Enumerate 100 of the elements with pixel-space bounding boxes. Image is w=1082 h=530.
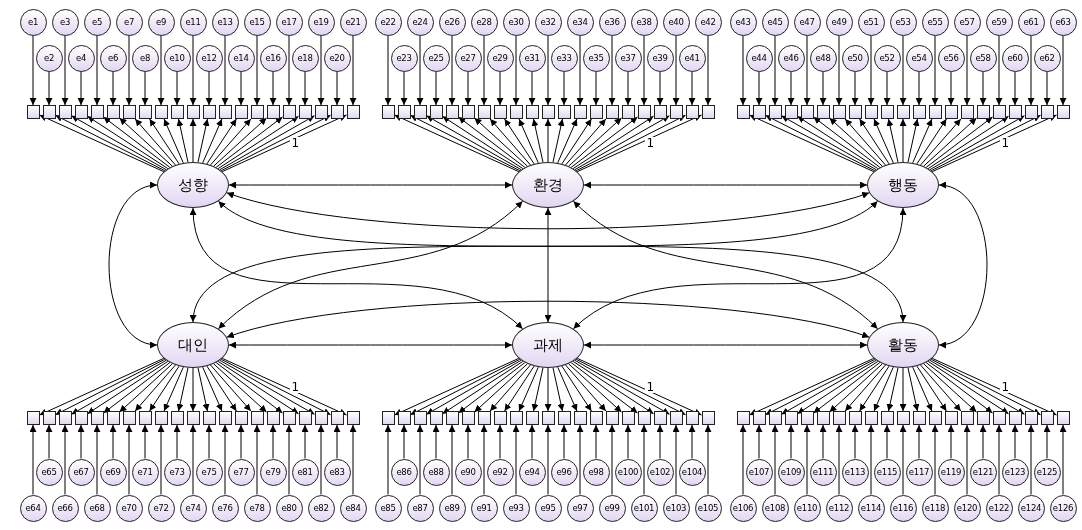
arrow	[624, 424, 632, 459]
arrow	[237, 71, 245, 106]
arrow	[787, 424, 795, 459]
arrow	[176, 367, 189, 412]
error-circle: e40	[662, 8, 690, 36]
indicator-box	[330, 105, 344, 119]
error-circle: e62	[1033, 44, 1061, 72]
arrow	[253, 424, 261, 495]
indicator-box	[864, 411, 878, 425]
arrow	[109, 71, 117, 106]
indicator-box	[429, 411, 443, 425]
arrow	[157, 424, 165, 495]
error-circle: e57	[953, 8, 981, 36]
indicator-box	[784, 411, 798, 425]
error-circle: e11	[179, 8, 207, 36]
indicator-box	[976, 411, 990, 425]
error-circle: e46	[777, 44, 805, 72]
arrow	[45, 424, 53, 459]
edge-label: 1	[645, 137, 656, 150]
indicator-box	[832, 411, 846, 425]
arrow	[61, 424, 69, 495]
arrow	[925, 362, 993, 414]
arrow	[755, 424, 763, 459]
error-circle: e85	[374, 494, 402, 522]
arrow	[544, 35, 552, 106]
arrow	[125, 424, 133, 495]
error-circle: e64	[19, 494, 47, 522]
error-circle: e9	[147, 8, 175, 36]
arrow	[1011, 71, 1019, 106]
indicator-box	[298, 105, 312, 119]
error-circle: e76	[211, 494, 239, 522]
error-circle: e126	[1049, 494, 1077, 522]
indicator-box	[42, 105, 56, 119]
arrow	[163, 366, 184, 412]
error-circle: e96	[550, 458, 578, 486]
arrow	[899, 367, 907, 412]
indicator-box	[976, 105, 990, 119]
indicator-box	[944, 105, 958, 119]
error-circle: e116	[889, 494, 917, 522]
indicator-box	[573, 411, 587, 425]
arrow	[157, 35, 165, 106]
arrow	[221, 424, 229, 495]
arrow	[552, 367, 565, 412]
arrow	[835, 424, 843, 495]
error-circle: e73	[163, 458, 191, 486]
arrow	[907, 118, 920, 163]
indicator-box	[864, 105, 878, 119]
indicator-box	[170, 105, 184, 119]
indicator-box	[509, 105, 523, 119]
error-circle: e89	[438, 494, 466, 522]
arrow	[1027, 424, 1035, 495]
error-circle: e63	[1049, 8, 1077, 36]
indicator-box	[928, 105, 942, 119]
arrow	[77, 424, 85, 459]
indicator-box	[90, 411, 104, 425]
arrow	[931, 424, 939, 495]
arrow	[400, 424, 408, 459]
arrow	[929, 115, 1025, 171]
indicator-box	[122, 411, 136, 425]
arrow	[565, 118, 607, 166]
indicator-box	[493, 105, 507, 119]
indicator-box	[218, 411, 232, 425]
arrow	[640, 424, 648, 495]
arrow	[518, 118, 539, 164]
arrow	[197, 367, 210, 412]
error-circle: e87	[406, 494, 434, 522]
indicator-box	[880, 105, 894, 119]
edge-label: 1	[290, 380, 301, 393]
error-circle: e123	[1001, 458, 1029, 486]
indicator-box	[557, 411, 571, 425]
arrow	[426, 359, 522, 415]
covariance-arrow	[938, 183, 988, 347]
edge-label: 1	[290, 137, 301, 150]
arrow	[979, 71, 987, 106]
indicator-box	[960, 105, 974, 119]
indicator-box	[74, 105, 88, 119]
indicator-box	[74, 411, 88, 425]
arrow	[883, 71, 891, 106]
indicator-box	[944, 411, 958, 425]
indicator-box	[186, 105, 200, 119]
indicator-box	[1040, 411, 1054, 425]
arrow	[803, 424, 811, 495]
error-circle: e3	[51, 8, 79, 36]
arrow	[215, 362, 283, 414]
arrow	[771, 424, 779, 495]
arrow	[803, 35, 811, 106]
arrow	[464, 71, 472, 106]
arrow	[565, 364, 607, 412]
error-circle: e24	[406, 8, 434, 36]
arrow	[29, 35, 37, 106]
arrow	[333, 71, 341, 106]
error-circle: e109	[777, 458, 805, 486]
indicator-box	[1024, 411, 1038, 425]
error-circle: e29	[486, 44, 514, 72]
error-circle: e102	[646, 458, 674, 486]
arrow	[1043, 424, 1051, 459]
indicator-box	[768, 411, 782, 425]
error-circle: e81	[291, 458, 319, 486]
error-circle: e8	[131, 44, 159, 72]
arrow	[739, 424, 747, 495]
